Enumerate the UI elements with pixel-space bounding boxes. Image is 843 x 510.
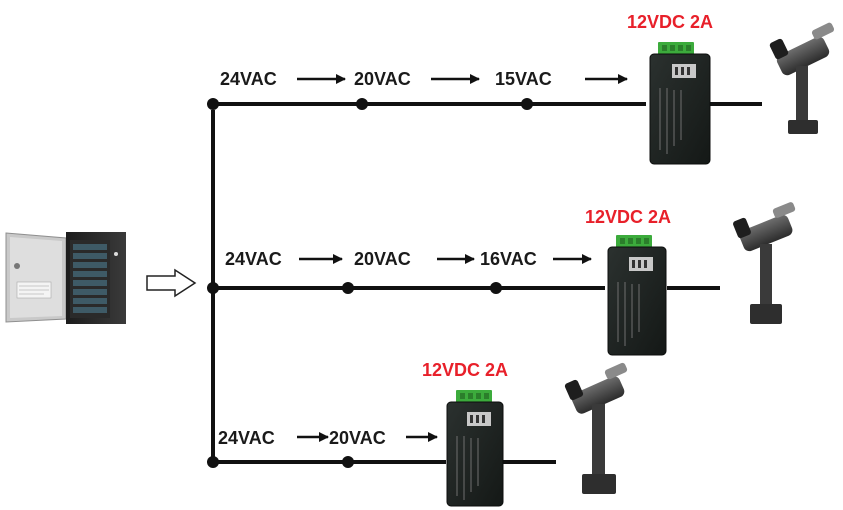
voltage-label: 16VAC [480, 249, 537, 269]
junction-dot [356, 98, 368, 110]
ac-dc-adapter-icon [607, 235, 667, 356]
junction-dot [521, 98, 533, 110]
output-spec-label: 12VDC 2A [585, 207, 671, 227]
cctv-camera-icon [733, 202, 796, 324]
ac-dc-adapter-icon [649, 42, 711, 165]
voltage-label: 24VAC [225, 249, 282, 269]
ac-dc-adapter-icon [446, 390, 504, 507]
power-supply-enclosure-icon [5, 232, 126, 324]
junction-dot [207, 282, 219, 294]
voltage-label: 20VAC [329, 428, 386, 448]
voltage-label: 20VAC [354, 249, 411, 269]
voltage-label: 20VAC [354, 69, 411, 89]
voltage-label: 15VAC [495, 69, 552, 89]
junction-dot [490, 282, 502, 294]
branch-row-2: 24VAC 20VAC 16VAC 12VDC 2A [207, 202, 796, 356]
junction-dot [342, 456, 354, 468]
branch-row-1: 24VAC 20VAC 15VAC 12VDC 2A [207, 12, 835, 165]
output-spec-label: 12VDC 2A [627, 12, 713, 32]
voltage-label: 24VAC [218, 428, 275, 448]
output-spec-label: 12VDC 2A [422, 360, 508, 380]
fuse-block [73, 244, 107, 313]
voltage-label: 24VAC [220, 69, 277, 89]
junction-dot [207, 456, 219, 468]
junction-dot [207, 98, 219, 110]
cctv-camera-icon [769, 22, 835, 134]
cctv-camera-icon [564, 362, 628, 494]
hollow-arrow-right-icon [146, 268, 197, 298]
junction-dot [342, 282, 354, 294]
branch-row-3: 24VAC 20VAC 12VDC 2A [207, 360, 628, 507]
